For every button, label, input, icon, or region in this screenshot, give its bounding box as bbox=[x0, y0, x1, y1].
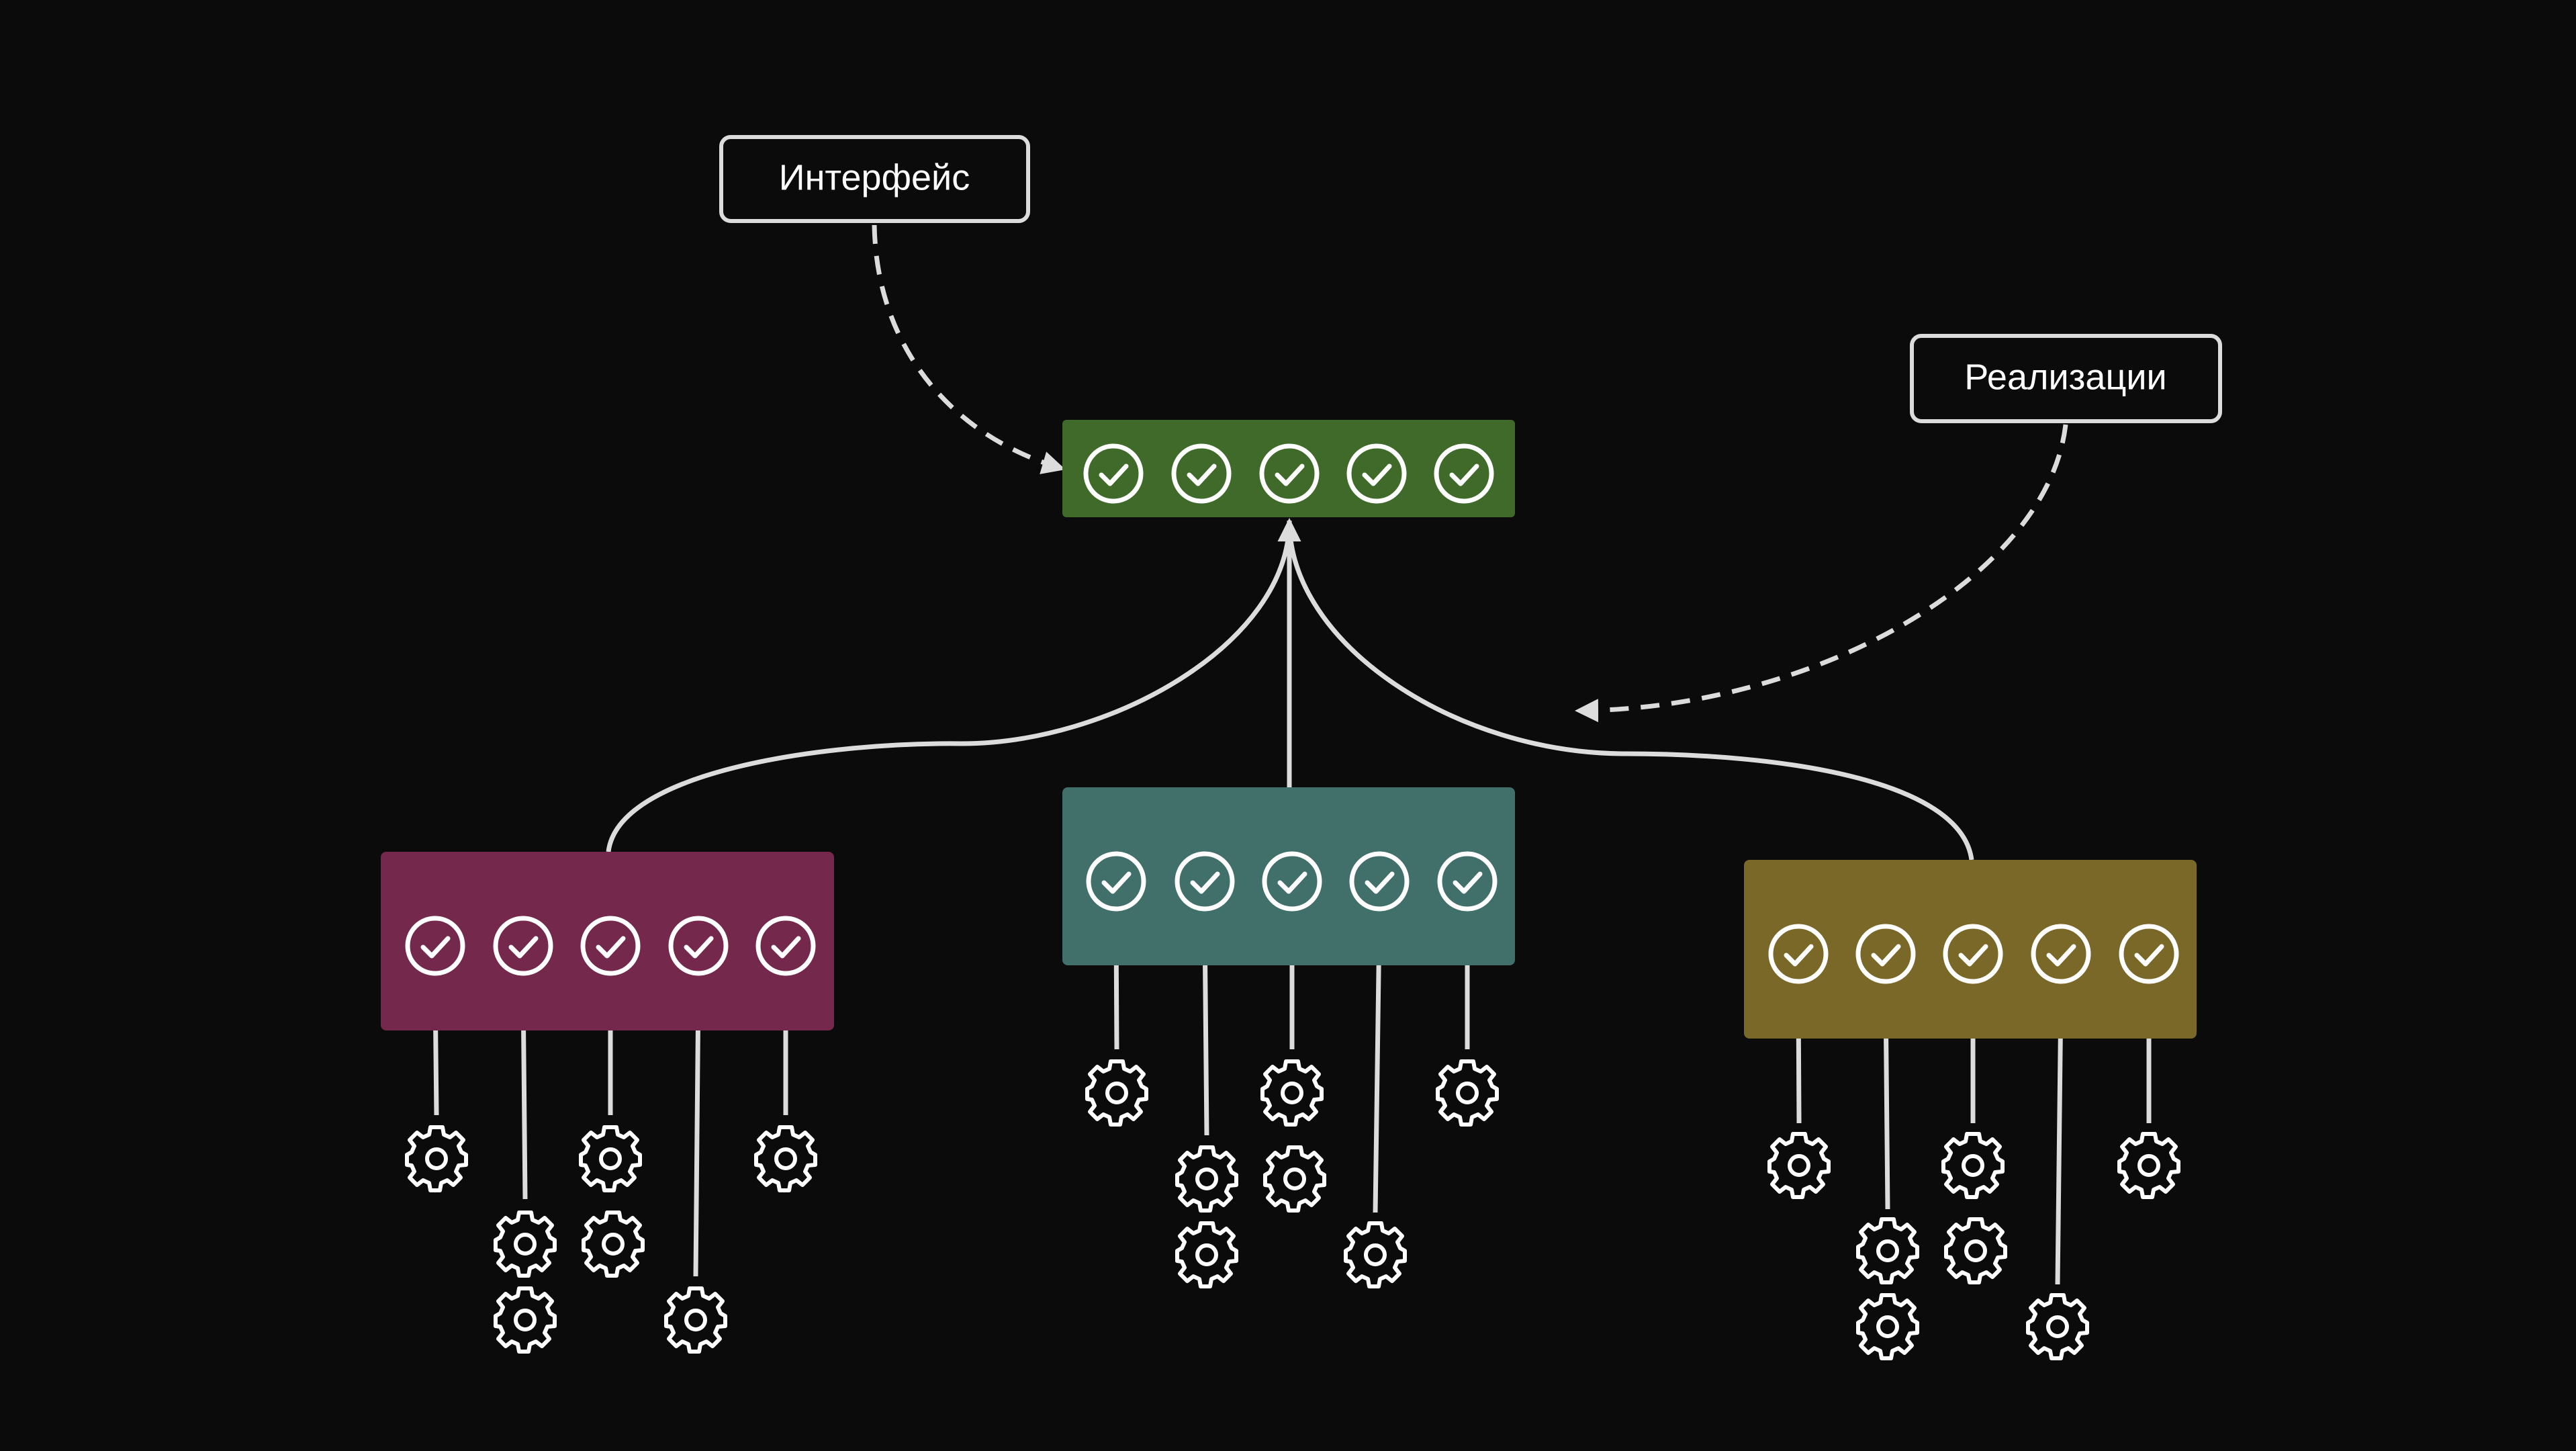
implementation-center bbox=[1062, 787, 1515, 1286]
gear-icon bbox=[407, 1127, 466, 1190]
gear-icon bbox=[1858, 1295, 1917, 1358]
interface-pointer-arrow bbox=[872, 224, 1066, 474]
gear-icon bbox=[496, 1288, 555, 1352]
gear-icon bbox=[1177, 1223, 1236, 1286]
implementations-pointer-arrow bbox=[1575, 424, 2068, 723]
gear-icon bbox=[666, 1288, 725, 1352]
implementations-label-text: Реализации bbox=[1964, 357, 2166, 397]
implementation-left-box bbox=[381, 852, 834, 1030]
gear-icon bbox=[2028, 1295, 2087, 1358]
implementation-center-box bbox=[1062, 787, 1515, 965]
gear-icon bbox=[584, 1213, 643, 1276]
implementation-right-box bbox=[1744, 860, 2197, 1039]
connector-right bbox=[1287, 520, 1974, 861]
gear-icon bbox=[1262, 1061, 1322, 1125]
implementations-label: Реализации bbox=[1910, 334, 2222, 423]
gear-icon bbox=[1087, 1061, 1146, 1125]
gear-icon bbox=[2119, 1134, 2178, 1197]
gear-icon bbox=[1769, 1134, 1829, 1197]
interface-box bbox=[1062, 420, 1515, 517]
gear-icon bbox=[496, 1213, 555, 1276]
interface-label: Интерфейс bbox=[719, 135, 1030, 223]
gear-icon bbox=[1946, 1219, 2005, 1282]
implementation-left bbox=[381, 852, 834, 1352]
gear-icon bbox=[1265, 1147, 1324, 1211]
implementation-right bbox=[1744, 860, 2197, 1358]
gear-icon bbox=[1438, 1061, 1497, 1125]
gear-icon bbox=[1346, 1223, 1405, 1286]
connector-left bbox=[606, 520, 1292, 852]
gear-icon bbox=[1177, 1147, 1236, 1211]
gear-icon bbox=[756, 1127, 815, 1190]
gear-icon bbox=[1858, 1219, 1917, 1282]
gear-icon bbox=[581, 1127, 640, 1190]
gear-icon bbox=[1943, 1134, 2003, 1197]
interface-label-text: Интерфейс bbox=[779, 157, 970, 197]
